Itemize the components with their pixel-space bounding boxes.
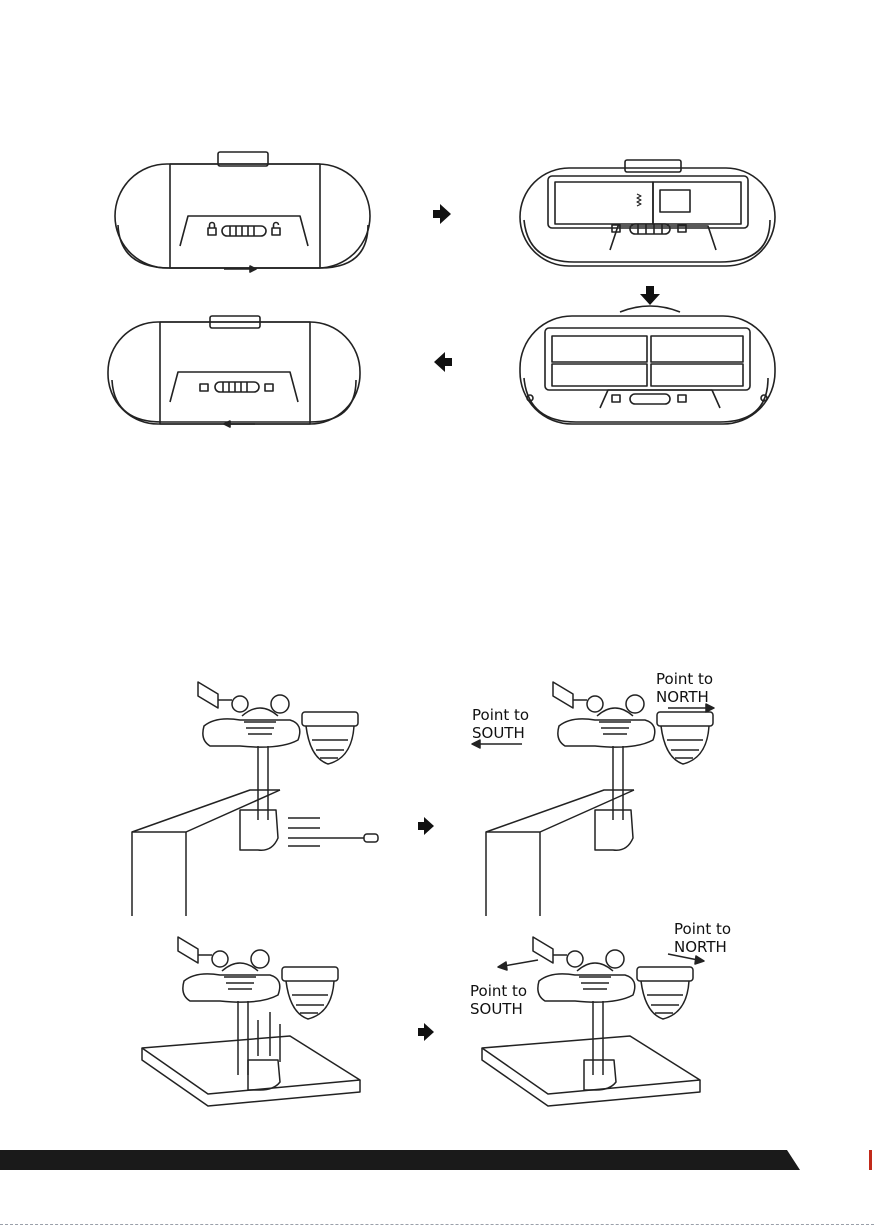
wall-mount-step1 (132, 682, 378, 916)
right-arrow-icon (433, 204, 451, 224)
south-label-line1: Point to (470, 982, 527, 1000)
north-label-line2: NORTH (674, 938, 727, 956)
down-arrow-icon (640, 286, 660, 305)
battery-install-diagram (100, 150, 790, 440)
sensor-mount-diagram: Point to NORTH Point to SOUTH Point to N… (120, 660, 760, 1140)
north-label-line2: NORTH (656, 688, 709, 706)
south-label-line2: SOUTH (470, 1000, 523, 1018)
south-label-line1: Point to (472, 706, 529, 724)
south-label-line2: SOUTH (472, 724, 525, 742)
deck-mount-step2 (482, 937, 704, 1106)
unlock-icon (272, 223, 280, 236)
cover-closed-step1 (115, 152, 370, 268)
cover-closed-step4 (108, 316, 360, 424)
lock-icon (208, 223, 216, 236)
right-arrow-icon (418, 1023, 434, 1041)
left-arrow-icon (434, 352, 452, 372)
footer-bar (0, 1150, 800, 1170)
north-label-line1: Point to (674, 920, 731, 938)
footer-accent-mark (869, 1150, 872, 1170)
deck-mount-step1 (142, 937, 360, 1106)
north-label-line1: Point to (656, 670, 713, 688)
compartment-open-step2 (520, 160, 775, 266)
batteries-inserted-step3 (520, 306, 775, 424)
right-arrow-icon (418, 817, 434, 835)
